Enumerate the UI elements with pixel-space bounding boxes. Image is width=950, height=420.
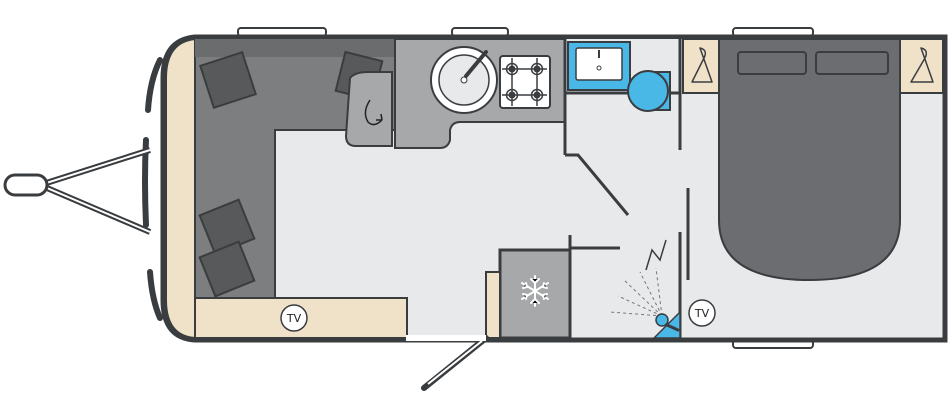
door-leaf-inner (427, 340, 483, 385)
tv-lounge-label: TV (286, 312, 302, 325)
cushion-side-bottom (198, 240, 256, 298)
coat-hanger-icon (691, 47, 713, 83)
tv-bedroom-label: TV (694, 307, 710, 320)
entrance-door[interactable] (406, 335, 489, 391)
tv-lounge-icon (280, 304, 308, 332)
toilet-icon (627, 70, 671, 112)
entrance-cupboard (485, 271, 501, 339)
tv-lounge: TV (280, 304, 308, 332)
washroom-door-swing (565, 153, 630, 216)
basin-icon (567, 41, 631, 91)
shower-head-icon (655, 313, 680, 332)
shower-spray (609, 267, 663, 317)
shower-screen (645, 239, 667, 271)
a-frame-inner (37, 149, 151, 233)
front-window-top (145, 57, 163, 113)
wardrobe-right (899, 38, 944, 94)
island-bed (718, 38, 901, 282)
snowflake-icon (521, 275, 549, 307)
front-window-middle (142, 137, 149, 228)
wardrobe-left (682, 38, 720, 94)
front-window-bottom (147, 269, 163, 321)
coat-hanger-icon (910, 47, 934, 83)
pillows (737, 51, 889, 75)
front-windows (142, 57, 163, 321)
tv-bedroom: TV (688, 299, 716, 327)
coupling-head (3, 173, 49, 197)
tv-bedroom-icon (688, 299, 716, 327)
front-seat-back (195, 39, 395, 57)
fridge (498, 248, 572, 340)
pillow-left (737, 51, 807, 75)
cushion-front-left (199, 51, 257, 109)
hob-burners-icon (499, 55, 551, 109)
swivel-seat (344, 71, 393, 147)
rotate-arrow-icon (364, 99, 383, 126)
rotate-arrow-head (376, 113, 383, 121)
tow-hitch (3, 147, 152, 235)
front-cream-panel (165, 37, 196, 340)
pillow-right (815, 51, 889, 75)
sink-icon (430, 46, 498, 114)
